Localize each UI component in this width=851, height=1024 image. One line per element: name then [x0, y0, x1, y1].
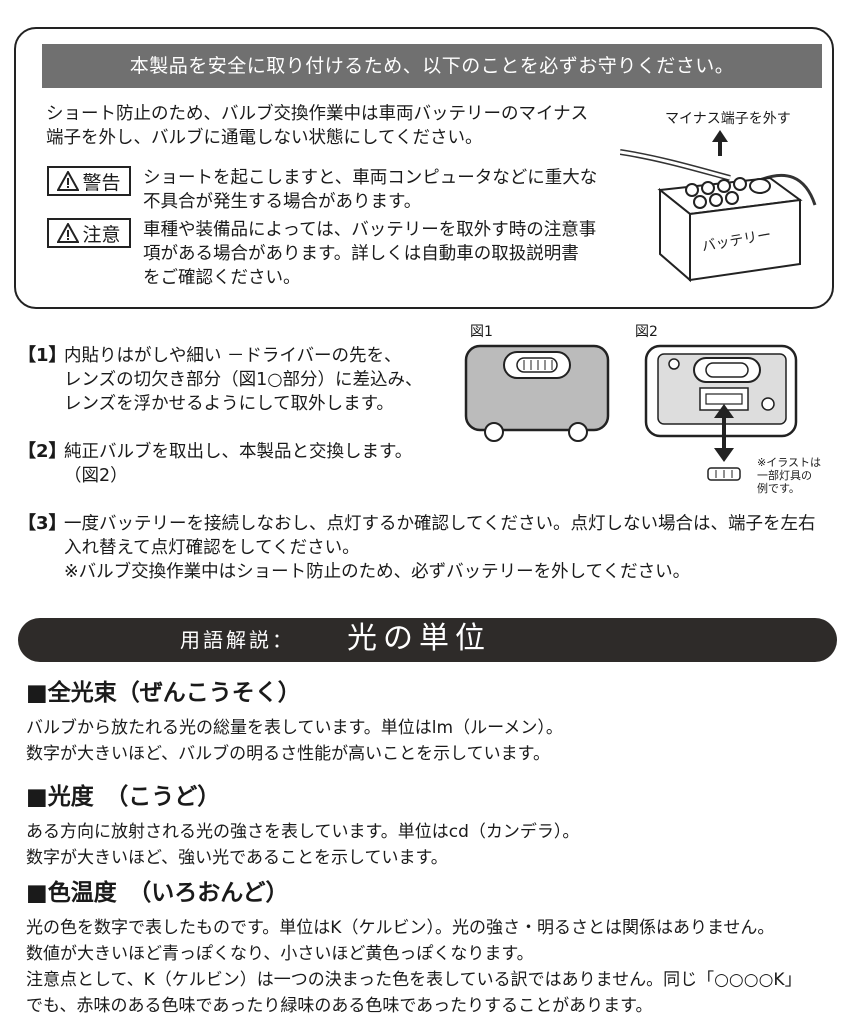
warning-icon: [57, 171, 80, 191]
terms-title: 光の単位: [347, 621, 491, 656]
battery-illustration: バッテリー: [620, 130, 817, 283]
warning-badge: 警告: [47, 166, 131, 196]
safety-intro: ショート防止のため、バルブ交換作業中は車両バッテリーのマイナス 端子を外し、バル…: [46, 104, 589, 148]
safety-header: 本製品を安全に取り付けるため、以下のことを必ずお守りください。: [42, 44, 822, 88]
section-heading-luminous-flux: ■全光束（ぜんこうそく）: [26, 680, 301, 706]
step-2-text: 純正バルブを取出し、本製品と交換します。 （図2）: [64, 442, 413, 486]
section-body-luminous-intensity: ある方向に放射される光の強さを表しています。単位はcd（カンデラ）。 数字が大き…: [26, 822, 580, 868]
section-body-luminous-flux: バルブから放たれる光の総量を表しています。単位はlm（ルーメン）。 数字が大きい…: [26, 718, 563, 764]
figure-note: ※イラストは 一部灯具の 例です。: [757, 456, 821, 495]
caution-badge: 注意: [47, 218, 131, 248]
section-body-color-temperature: 光の色を数字で表したものです。単位はK（ケルビン）。光の強さ・明るさとは関係はあ…: [26, 918, 802, 1016]
caution-text: 車種や装備品によっては、バッテリーを取外す時の注意事 項がある場合があります。詳…: [143, 220, 597, 288]
step-3-number: 【3】: [18, 513, 67, 534]
fig1-label: 図1: [470, 324, 493, 340]
step-1-number: 【1】: [18, 345, 67, 366]
step-2-number: 【2】: [18, 441, 67, 462]
section-heading-color-temperature: ■色温度 （いろおんど）: [26, 880, 289, 906]
terms-banner: [18, 618, 837, 662]
battery-caption: マイナス端子を外す: [665, 111, 791, 127]
caution-label: 注意: [82, 223, 121, 246]
step-3-text: 一度バッテリーを接続しなおし、点灯するか確認してください。点灯しない場合は、端子…: [64, 514, 816, 582]
terms-label: 用語解説：: [180, 628, 295, 652]
section-heading-luminous-intensity: ■光度 （こうど）: [26, 784, 221, 810]
warning-label: 警告: [82, 171, 121, 194]
fig2-label: 図2: [635, 324, 658, 340]
step-1-text: 内貼りはがしや細い －ドライバーの先を、 レンズの切欠き部分（図1○部分）に差込…: [64, 346, 423, 414]
fig1-illustration: [464, 344, 610, 442]
warning-text: ショートを起こしますと、車両コンピュータなどに重大な 不具合が発生する場合があり…: [143, 168, 598, 212]
caution-icon: [57, 223, 80, 243]
safety-notice-box: [14, 27, 834, 309]
fig2-illustration: [644, 344, 798, 481]
